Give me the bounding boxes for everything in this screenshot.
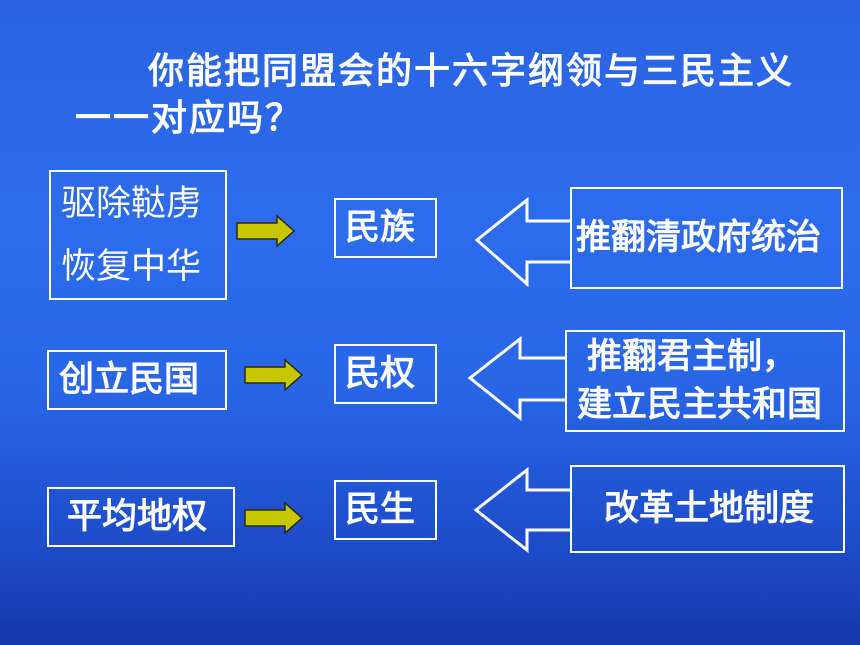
left-arrow-outline-icon bbox=[474, 196, 571, 288]
title-line-1: 你能把同盟会的十六字纲领与三民主义 bbox=[148, 51, 795, 92]
goal-text: 改革土地制度 bbox=[604, 489, 815, 529]
program-box-2: 创立民国 bbox=[47, 350, 227, 410]
right-arrow-icon bbox=[236, 214, 296, 248]
goal-box-1: 推翻清政府统治 bbox=[570, 187, 843, 289]
program-text: 恢复中华 bbox=[61, 246, 202, 287]
goal-box-2: 推翻君主制， 建立民主共和国 bbox=[565, 330, 845, 432]
title-line-2: 一一对应吗？ bbox=[75, 98, 304, 139]
principle-text: 民生 bbox=[345, 490, 416, 530]
left-arrow-outline-icon bbox=[473, 466, 571, 554]
principle-box-3: 民生 bbox=[334, 480, 437, 540]
program-text: 平均地权 bbox=[67, 497, 208, 537]
goal-text: 建立民主共和国 bbox=[577, 385, 823, 425]
principle-text: 民族 bbox=[345, 208, 416, 248]
program-text: 创立民国 bbox=[59, 360, 200, 400]
principle-box-2: 民权 bbox=[334, 344, 437, 404]
program-text: 驱除鞑虏 bbox=[61, 183, 202, 224]
principle-box-1: 民族 bbox=[334, 198, 437, 258]
goal-text: 推翻清政府统治 bbox=[576, 218, 822, 258]
left-arrow-outline-icon bbox=[467, 335, 565, 422]
goal-text: 推翻君主制， bbox=[587, 337, 798, 377]
program-box-3: 平均地权 bbox=[47, 487, 235, 547]
right-arrow-icon bbox=[244, 358, 304, 392]
principle-text: 民权 bbox=[345, 354, 416, 394]
right-arrow-icon bbox=[244, 501, 304, 535]
goal-box-3: 改革土地制度 bbox=[570, 465, 845, 553]
program-box-1: 驱除鞑虏 恢复中华 bbox=[49, 170, 227, 300]
